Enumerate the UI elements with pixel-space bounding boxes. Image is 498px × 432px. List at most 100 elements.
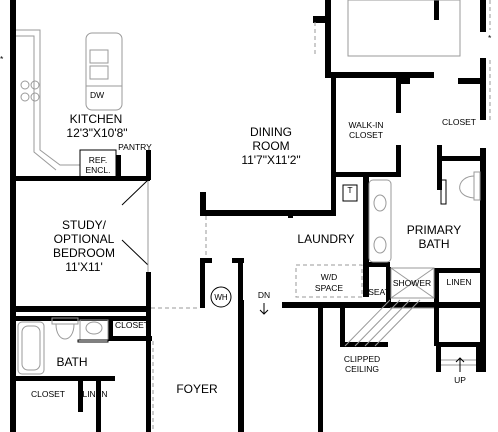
kitchen-island xyxy=(85,32,123,111)
bath-top-wall xyxy=(16,316,146,321)
dining-dims: 11'7"X11'2" xyxy=(241,153,301,167)
bath-wall xyxy=(78,376,83,412)
wh-closet-wall xyxy=(200,258,205,308)
stove-burner xyxy=(20,80,30,90)
walk-in-closet-wall xyxy=(331,78,336,176)
stair-treads xyxy=(344,299,421,347)
primary-bath-wall xyxy=(437,145,442,190)
foyer-right-wall xyxy=(238,300,244,432)
shower-label: SHOWER xyxy=(392,278,432,288)
bath-vanity xyxy=(79,319,109,341)
study-right-wall xyxy=(146,272,151,308)
vanity-sink xyxy=(373,194,387,212)
pantry-label: PANTRY xyxy=(118,142,152,152)
study-door-swing xyxy=(121,179,149,206)
study-top-wall xyxy=(80,176,150,181)
vanity xyxy=(368,179,392,263)
wh-closet-wall xyxy=(238,258,243,308)
pantry-wall xyxy=(116,155,121,181)
up-label: UP xyxy=(454,375,466,385)
dining-wall xyxy=(331,140,336,215)
toilet-bowl xyxy=(55,323,75,340)
wall-segment xyxy=(458,78,486,84)
wall-segment xyxy=(325,0,331,78)
primary-bath-wall xyxy=(386,267,391,302)
dining-name-2: ROOM xyxy=(252,139,290,153)
kitchen-counter xyxy=(16,29,81,176)
asterisk-left: * xyxy=(0,54,4,64)
primary-bath-wall xyxy=(369,262,390,267)
asterisk-right: * xyxy=(488,33,492,43)
bath-wall xyxy=(108,316,113,340)
stove-burner xyxy=(30,92,40,102)
stair-wall xyxy=(436,342,486,347)
bath-name: BATH xyxy=(56,355,88,369)
vanity-sink xyxy=(373,236,387,254)
walk-in-closet-name-2: CLOSET xyxy=(348,130,383,140)
study-name-3: BEDROOM xyxy=(52,246,115,260)
wall-segment xyxy=(288,212,293,218)
primary-closet-label: CLOSET xyxy=(441,117,476,127)
linen-wall xyxy=(434,268,482,273)
study-door-swing xyxy=(121,239,149,266)
bath-closet-label: CLOSET xyxy=(114,320,149,330)
t-label: T xyxy=(347,185,353,195)
bath-counter xyxy=(77,339,109,343)
stair-wall xyxy=(340,308,345,346)
stair-wall xyxy=(318,302,323,432)
study-bottom-wall xyxy=(16,306,151,312)
stair-wall xyxy=(476,342,482,372)
kitchen-dims: 12'3"X10'8" xyxy=(66,126,128,140)
study-top-wall xyxy=(16,176,80,181)
stair-wall xyxy=(434,300,439,346)
walk-in-closet-name: WALK-IN xyxy=(348,120,384,130)
primary-bath-wall xyxy=(363,177,369,297)
kitchen-counter xyxy=(16,35,57,171)
sink-basin xyxy=(89,65,109,80)
primary-bath-name-2: BATH xyxy=(418,237,450,251)
stair-wall xyxy=(340,342,388,347)
bath-wall xyxy=(108,336,152,341)
bath-wall xyxy=(101,376,115,381)
bathtub xyxy=(17,321,45,375)
walk-in-closet-wall xyxy=(396,145,401,177)
ceiling-label: CEILING xyxy=(344,364,379,374)
stove-burner xyxy=(20,92,30,102)
ref-label: REF. xyxy=(88,155,108,165)
walk-in-closet-wall xyxy=(336,172,398,177)
laundry-name: LAUNDRY xyxy=(297,232,355,246)
study-dims: 11'X11' xyxy=(65,260,103,274)
ref-enclosure xyxy=(79,149,117,178)
down-label: DN xyxy=(257,290,271,300)
toilet-bowl xyxy=(459,175,475,199)
seat-label: SEAT xyxy=(368,287,390,297)
study-name: STUDY/ xyxy=(61,218,106,232)
toilet-tank xyxy=(473,171,481,201)
bath-sink xyxy=(85,321,103,335)
pantry-wall xyxy=(146,150,151,180)
bath-wall xyxy=(96,376,101,432)
wall-segment xyxy=(400,78,410,84)
stair-wall xyxy=(436,342,441,372)
bath-bottom-wall xyxy=(16,376,98,381)
wall-segment xyxy=(331,72,434,78)
left-exterior-wall xyxy=(10,0,16,432)
primary-bath-wall xyxy=(442,156,486,161)
wd-space-label: SPACE xyxy=(314,283,344,293)
dishwasher-label: DW xyxy=(90,90,105,100)
laundry-bottom-wall xyxy=(282,302,486,308)
up-arrow-head xyxy=(455,357,465,363)
right-exterior-wall xyxy=(480,302,486,372)
kitchen-name: KITCHEN xyxy=(69,112,123,126)
primary-bath-wall xyxy=(434,268,439,300)
dining-name: DINING xyxy=(250,125,292,139)
right-exterior-wall xyxy=(480,0,486,32)
toilet-box xyxy=(342,184,358,202)
left-exterior-wall xyxy=(10,312,16,432)
covered-area-outline xyxy=(347,0,461,57)
bath-bottom-closet-label: CLOSET xyxy=(30,389,65,399)
sink-basin xyxy=(89,49,109,64)
wall-segment xyxy=(313,16,325,23)
foyer-name: FOYER xyxy=(176,382,218,396)
